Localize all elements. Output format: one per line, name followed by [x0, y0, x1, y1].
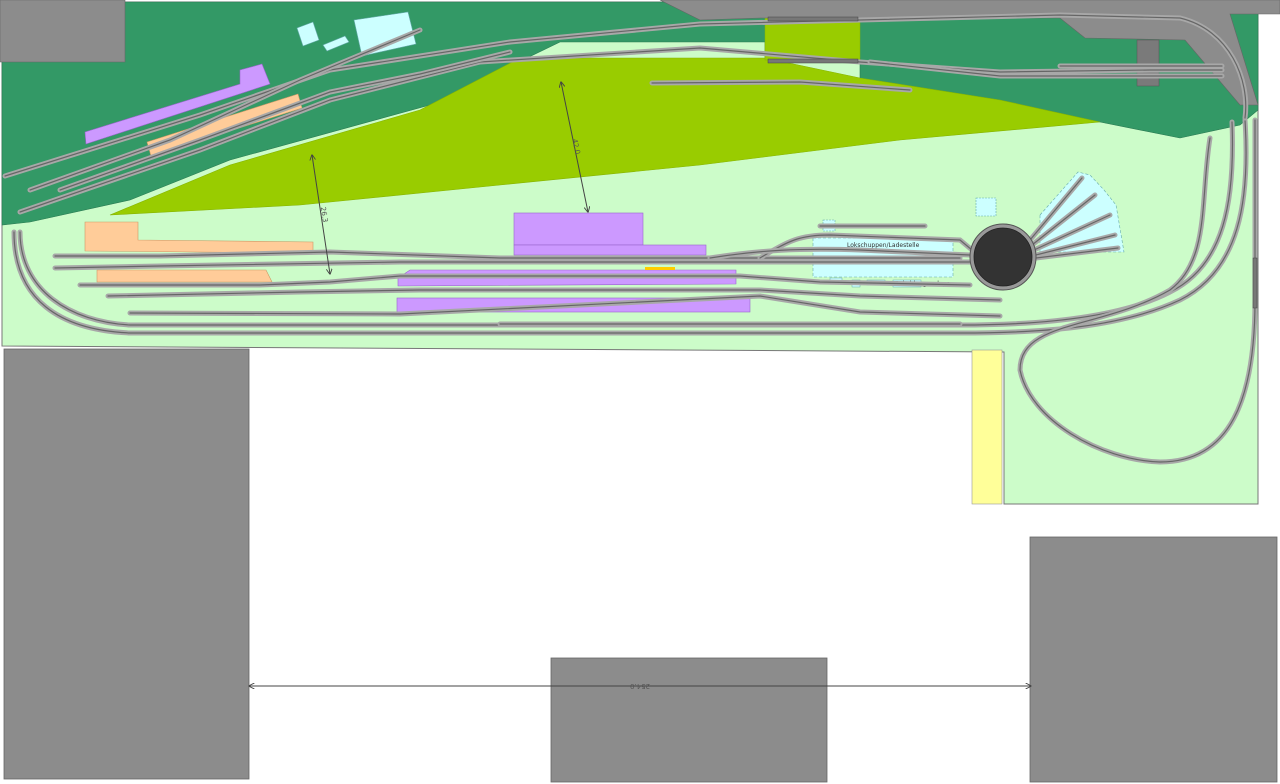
dimension-line-center [561, 82, 588, 212]
track-fan-2 [1031, 194, 1096, 246]
dimension-label-center: 42.0 [570, 138, 581, 155]
dimension-line-left [312, 155, 330, 274]
obstacle-pillar-right [1136, 39, 1160, 87]
platform-marker [645, 267, 675, 270]
upper-building-3 [322, 35, 350, 52]
track-upper-1 [4, 14, 1247, 177]
track-fan-5 [1035, 247, 1119, 259]
track-station-2 [54, 261, 971, 269]
track-station-4 [107, 289, 1001, 301]
upper-platform-purple [84, 63, 271, 145]
obstacle-bottom-left [3, 348, 250, 780]
bridge-top [767, 16, 859, 22]
obstacle-top-left [0, 0, 126, 63]
track-return-loop [1019, 119, 1256, 463]
platform-1 [513, 244, 707, 256]
bridge-top-lower [767, 58, 859, 64]
dimension-label-room-width: 254.0 [630, 682, 650, 690]
track-main-outer [13, 119, 1247, 334]
track-upper-2 [19, 47, 1223, 213]
upper-building-2 [296, 21, 320, 47]
obstacle-bottom-center [550, 657, 828, 783]
dimension-label-left: 26.3 [319, 206, 329, 223]
track-station-1 [54, 251, 961, 259]
track-main-inner [19, 121, 1234, 326]
track-layer [2, 12, 1258, 465]
track-station-3 [79, 275, 971, 286]
loading-ramp-left-2 [96, 269, 273, 283]
upper-building-1 [353, 11, 417, 57]
yellow-shelf [971, 349, 1003, 505]
track-fan-4 [1035, 234, 1116, 256]
obstacle-bottom-right [1029, 536, 1278, 783]
turntable-bridge [973, 227, 1033, 287]
track-upper-4 [59, 51, 511, 191]
track-fan-1 [1029, 177, 1083, 241]
hill-light-green [109, 57, 1101, 216]
track-upper-siding [651, 81, 911, 91]
track-station-5 [129, 295, 1001, 317]
track-depot-2 [709, 248, 971, 259]
locomotive-shed-label: Lokschuppen/Ladestelle [847, 242, 920, 249]
bridge-right-vertical [1252, 257, 1258, 309]
track-upper-5 [869, 61, 1223, 77]
upper-ramp-orange [146, 93, 303, 157]
track-fan-3 [1033, 214, 1111, 251]
track-upper-3 [29, 29, 421, 191]
depot-small-2 [975, 197, 997, 217]
obstacle-top-right [659, 0, 1280, 106]
station-building [513, 212, 644, 246]
